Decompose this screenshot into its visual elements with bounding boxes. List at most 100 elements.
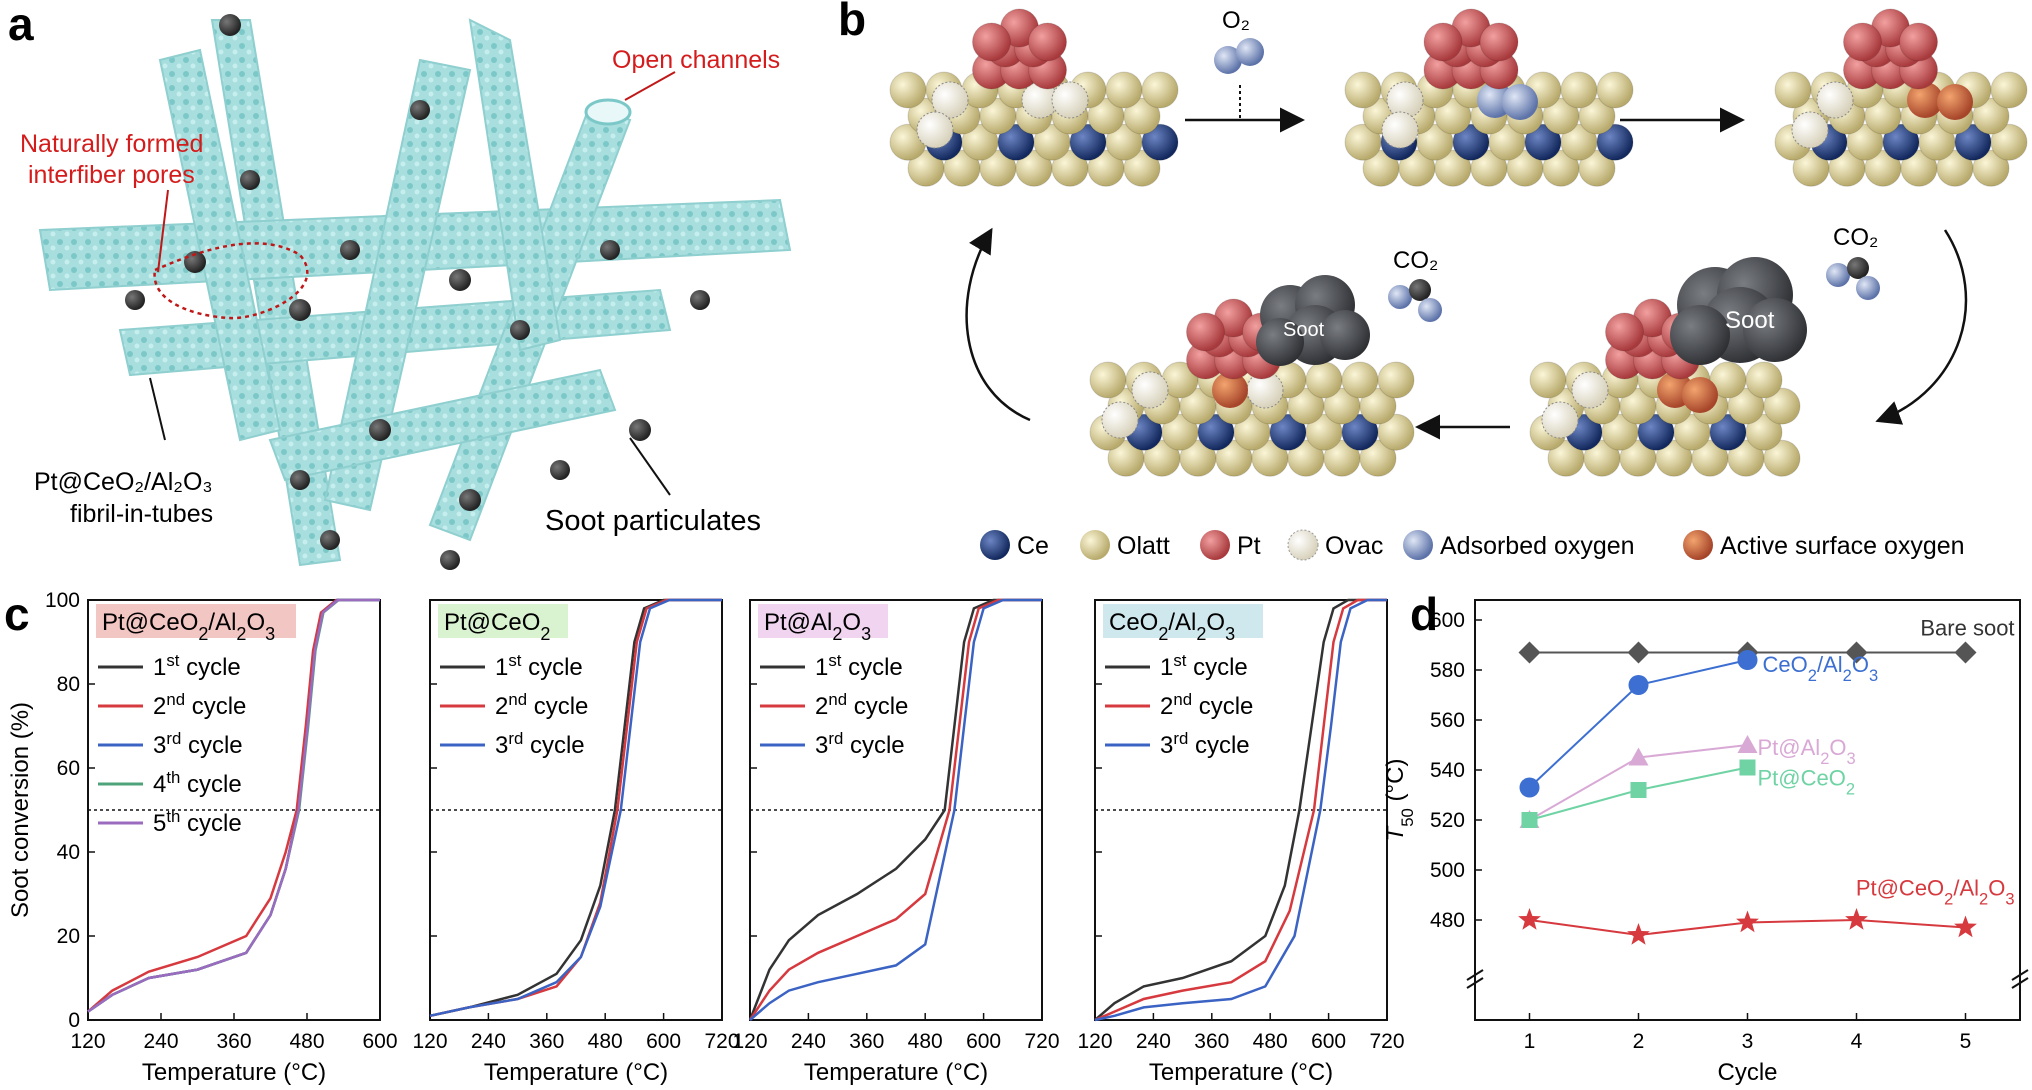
- arrow-step3: [1875, 229, 1968, 425]
- y-tick-label: 600: [1430, 609, 1465, 632]
- x-tick-label: 720: [704, 1030, 739, 1053]
- co2-oxygen: [1826, 263, 1850, 287]
- series-line-1: [748, 598, 1042, 1021]
- label-open-channels: Open channels: [612, 46, 780, 74]
- x-tick-label: 360: [216, 1030, 251, 1053]
- legend-pt-label: Pt: [1237, 532, 1261, 560]
- series-line-2: [748, 598, 1042, 1021]
- x-tick-label: 240: [1136, 1030, 1171, 1053]
- olatt-atom: [1089, 361, 1127, 399]
- co2-carbon: [1847, 257, 1869, 279]
- olatt-atom: [1578, 149, 1616, 187]
- soot-particle-large: [1670, 257, 1807, 365]
- legend-label-2: 2nd cycle: [1160, 690, 1253, 721]
- ovac-site: [916, 111, 954, 149]
- olatt-atom: [1745, 413, 1783, 451]
- interfiber-pore-outline: [153, 242, 309, 320]
- olatt-atom: [1774, 71, 1812, 109]
- legend-active-swatch: [1683, 530, 1713, 560]
- olatt-atom: [1972, 149, 2010, 187]
- y-tick-label: 560: [1430, 709, 1465, 732]
- y-tick-label: 480: [1430, 909, 1465, 932]
- x-axis-label: Temperature (°C): [1149, 1059, 1333, 1086]
- panel-c-letter: c: [4, 588, 30, 640]
- active-oxygen-atom: [1907, 82, 1943, 118]
- legend-label-1: 1st cycle: [153, 651, 241, 682]
- label-soot-b1: Soot: [1725, 307, 1775, 334]
- ovac-site: [1131, 371, 1169, 409]
- olatt-atom: [1763, 439, 1801, 477]
- axis-break-mark: [2011, 977, 2029, 989]
- pt-atom: [1899, 22, 1938, 62]
- marker-diamond: [1627, 641, 1650, 664]
- chart-title-background: [96, 604, 296, 638]
- olatt-atom: [1377, 361, 1415, 399]
- label-pores-line2: interfiber pores: [28, 161, 195, 189]
- series-line-2: [87, 598, 380, 1013]
- open-channels-leader: [624, 71, 676, 101]
- x-axis-label: Temperature (°C): [142, 1059, 326, 1086]
- adsorbed-oxygen-atom: [1502, 84, 1538, 120]
- y-tick-label: 540: [1430, 759, 1465, 782]
- pores-leader: [157, 189, 169, 273]
- fiber-tube: [323, 58, 472, 512]
- x-tick-label: 3: [1742, 1030, 1754, 1053]
- marker-square: [1739, 759, 1756, 776]
- ovac-site: [1791, 111, 1829, 149]
- fibril-leader: [149, 377, 166, 441]
- label-o2: O₂: [1222, 7, 1250, 34]
- olatt-atom: [1341, 361, 1379, 399]
- marker-star: [1627, 923, 1650, 945]
- panel-a: a Open channels Naturally formed interfi…: [8, 0, 792, 570]
- surface-slab-3: [1774, 8, 2028, 187]
- x-tick-label: 720: [1024, 1030, 1059, 1053]
- x-tick-label: 480: [1253, 1030, 1288, 1053]
- x-axis-label: Temperature (°C): [484, 1059, 668, 1086]
- pt-atom: [972, 22, 1011, 62]
- o2-atom: [1236, 38, 1264, 66]
- y-tick-label: 100: [45, 589, 80, 612]
- legend-label-3: 3rd cycle: [495, 729, 585, 760]
- fiber-tube: [468, 18, 562, 352]
- olatt-atom: [1359, 439, 1397, 477]
- marker-star: [1845, 908, 1868, 930]
- x-tick-label: 120: [412, 1030, 447, 1053]
- legend-ce-swatch: [980, 530, 1010, 560]
- series-label: Pt@CeO2/Al2O3: [1856, 876, 2015, 909]
- x-tick-label: 240: [471, 1030, 506, 1053]
- x-axis-label: Cycle: [1717, 1059, 1777, 1086]
- x-tick-label: 2: [1633, 1030, 1645, 1053]
- x-tick-label: 5: [1960, 1030, 1972, 1053]
- x-tick-label: 600: [966, 1030, 1001, 1053]
- series-5: Pt@CeO2/Al2O3: [1518, 876, 2015, 945]
- panel-b-letter: b: [838, 0, 866, 45]
- ovac-site: [931, 81, 969, 119]
- olatt-atom: [1745, 361, 1783, 399]
- chart-title-background: [758, 604, 888, 638]
- marker-star: [1736, 910, 1759, 933]
- ovac-site: [1541, 401, 1579, 439]
- olatt-atom: [1990, 123, 2028, 161]
- ce-atom: [1141, 123, 1179, 161]
- pt-atom: [1605, 312, 1644, 352]
- label-pores-line1: Naturally formed: [20, 130, 203, 158]
- olatt-atom: [1596, 71, 1634, 109]
- chart-title-background: [1103, 604, 1263, 638]
- olatt-atom: [1560, 71, 1598, 109]
- soot-leader: [629, 437, 671, 496]
- legend-label-3: 3rd cycle: [1160, 729, 1250, 760]
- y-tick-label: 60: [57, 757, 80, 780]
- active-oxygen-atom: [1937, 84, 1973, 120]
- legend-pt-swatch: [1200, 530, 1230, 560]
- x-tick-label: 480: [588, 1030, 623, 1053]
- legend-active-label: Active surface oxygen: [1720, 532, 1965, 560]
- panel-a-letter: a: [8, 0, 34, 50]
- x-tick-label: 480: [289, 1030, 324, 1053]
- legend-label-1: 1st cycle: [495, 651, 583, 682]
- chart-title: Pt@CeO2: [444, 609, 550, 644]
- active-oxygen-atom: [1212, 372, 1248, 408]
- marker-diamond: [1518, 641, 1541, 664]
